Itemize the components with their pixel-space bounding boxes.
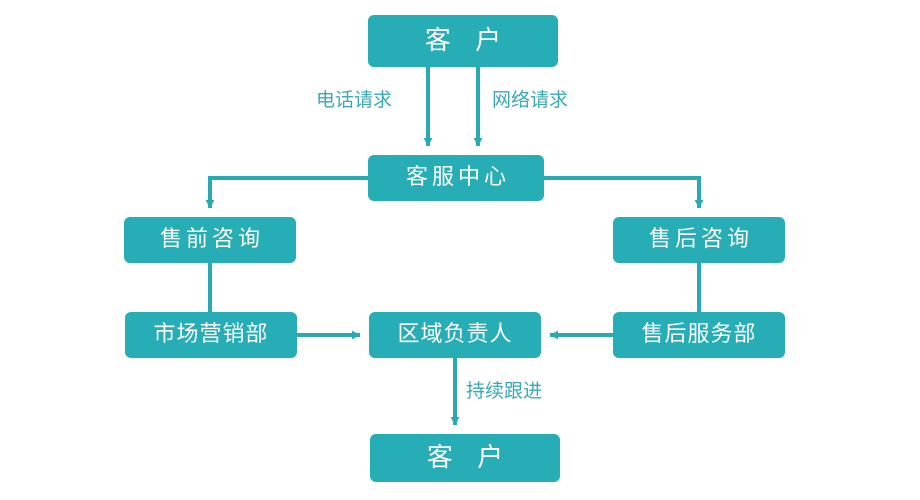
edge-label-network-request: 网络请求	[492, 89, 569, 111]
node-region-manager[interactable]: 区域负责人	[369, 312, 541, 358]
node-presale-consult[interactable]: 售前咨询	[124, 217, 296, 263]
node-presale-consult-label: 售前咨询	[159, 227, 264, 252]
node-service-center[interactable]: 客服中心	[368, 155, 544, 201]
node-customer-bottom[interactable]: 客 户	[370, 434, 560, 482]
node-customer-top-label: 客 户	[424, 26, 510, 56]
node-region-manager-label: 区域负责人	[397, 322, 513, 347]
edge-label-phone-request: 电话请求	[316, 89, 393, 111]
edge-label-follow-up: 持续跟进	[466, 380, 543, 402]
node-customer-top[interactable]: 客 户	[368, 15, 558, 67]
node-aftersale-service[interactable]: 售后服务部	[613, 312, 785, 358]
node-marketing-dept[interactable]: 市场营销部	[125, 312, 297, 358]
edge-center-to-aftersale	[544, 176, 704, 209]
node-customer-bottom-label: 客 户	[426, 443, 512, 473]
node-aftersale-consult[interactable]: 售后咨询	[613, 217, 785, 263]
edge-center-to-presale	[205, 176, 368, 209]
node-aftersale-service-label: 售后服务部	[641, 322, 757, 347]
node-service-center-label: 客服中心	[405, 165, 510, 190]
node-aftersale-consult-label: 售后咨询	[648, 227, 753, 252]
node-marketing-dept-label: 市场营销部	[153, 322, 269, 347]
